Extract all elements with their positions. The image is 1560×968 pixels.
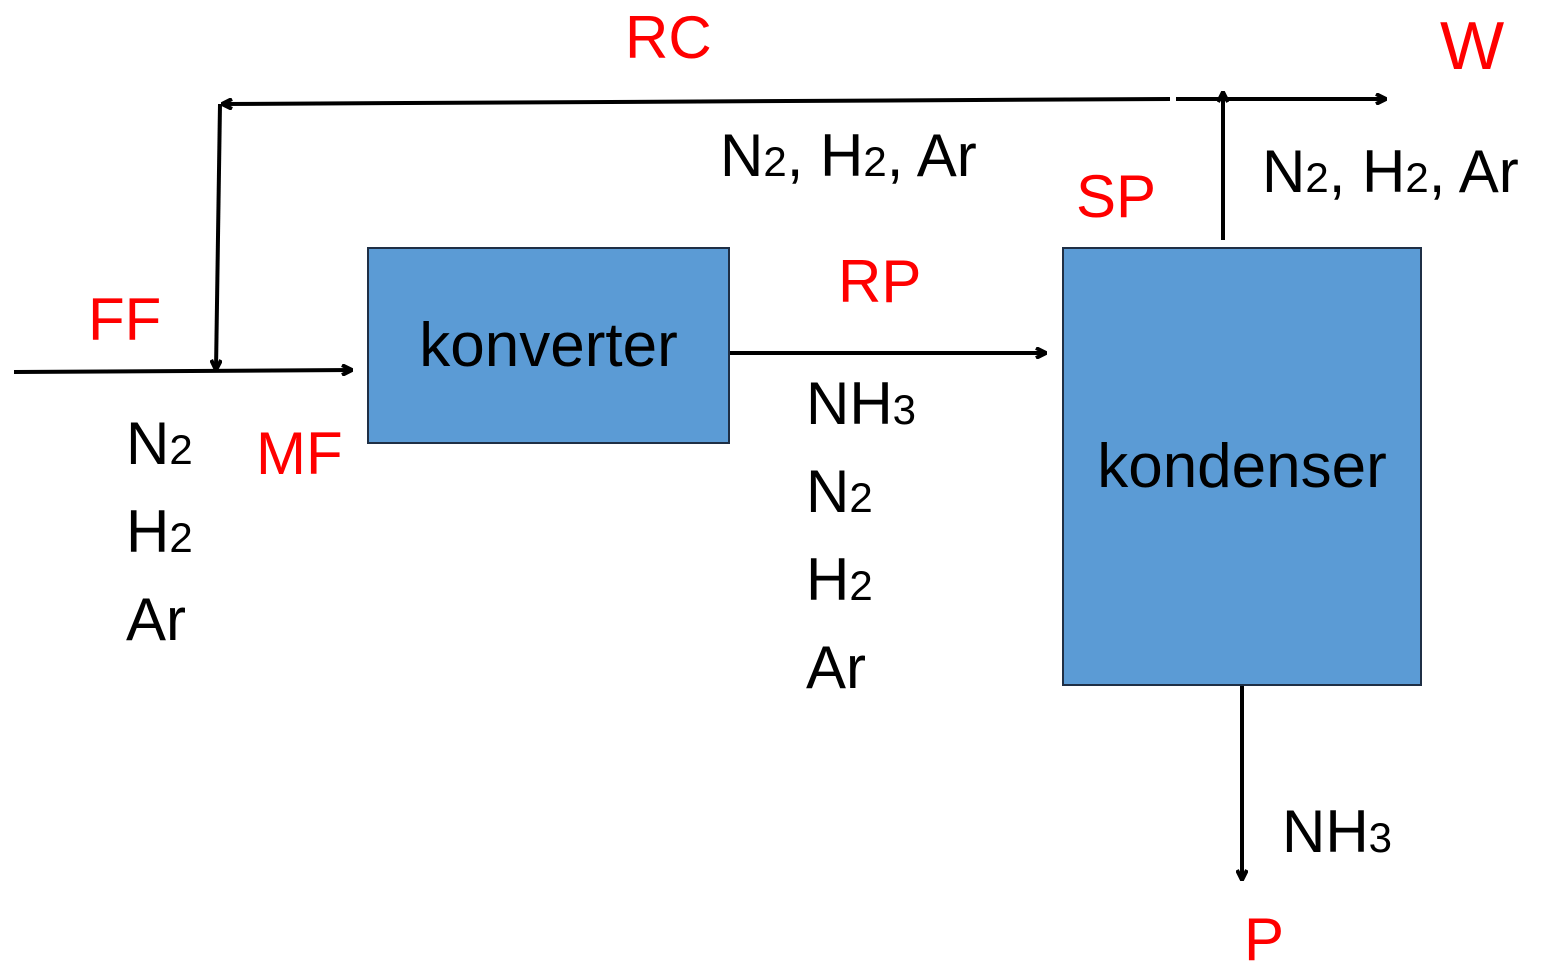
species-formula: N2	[126, 410, 193, 477]
recycle-line-horizontal	[222, 97, 1171, 104]
species-formula: N2,	[720, 122, 820, 189]
species-formula: H2,	[820, 122, 917, 189]
product-species-item: NH3	[1282, 802, 1392, 862]
species-subscript: 2	[1405, 154, 1429, 201]
species-formula: N2,	[1262, 138, 1362, 205]
converter-label: konverter	[419, 310, 678, 380]
species-base: H	[126, 498, 170, 565]
species-formula: Ar	[1459, 138, 1519, 205]
species-base: N	[1262, 138, 1306, 205]
stream-label-rc: RC	[625, 4, 712, 71]
species-base: NH	[1282, 798, 1369, 865]
reactor_product-species-item: NH3	[806, 374, 916, 434]
stream-label-p: P	[1244, 906, 1285, 968]
species-base: N	[720, 122, 764, 189]
reactor_product-species-item: N2	[806, 462, 873, 522]
species-formula: H2,	[1362, 138, 1459, 205]
species-formula: H2	[126, 498, 193, 565]
species-subscript: 2	[1305, 154, 1329, 201]
species-base: N	[806, 458, 850, 525]
species-formula: Ar	[917, 122, 977, 189]
species-formula: Ar	[126, 586, 186, 653]
reactor_product-species-item: H2	[806, 550, 873, 610]
condenser-label: kondenser	[1097, 431, 1387, 501]
condenser-box: kondenser	[1062, 247, 1422, 686]
species-base: Ar	[1458, 138, 1519, 205]
species-base: Ar	[916, 122, 977, 189]
species-subscript: 2	[849, 562, 873, 609]
feed-species-item: H2	[126, 502, 193, 562]
species-base: H	[820, 122, 864, 189]
species-formula: H2	[806, 546, 873, 613]
converter-box: konverter	[367, 247, 730, 444]
species-subscript: 2	[763, 138, 787, 185]
feed-line	[13, 370, 352, 372]
recycle-line-vertical	[216, 103, 220, 370]
species-subscript: 2	[169, 514, 193, 561]
purge-species-row: N2, H2, Ar	[1262, 142, 1519, 202]
species-subscript: 2	[849, 474, 873, 521]
stream-label-sp: SP	[1076, 163, 1157, 230]
species-base: H	[806, 546, 850, 613]
species-base: NH	[806, 370, 893, 437]
species-base: Ar	[806, 634, 866, 701]
species-base: N	[126, 410, 170, 477]
stream-label-rp: RP	[838, 248, 922, 315]
species-base: Ar	[126, 586, 186, 653]
species-subscript: 3	[892, 386, 917, 433]
species-separator: ,	[1428, 138, 1459, 205]
species-formula: Ar	[806, 634, 866, 701]
stream-label-ff: FF	[88, 286, 162, 353]
species-separator: ,	[886, 122, 917, 189]
species-subscript: 2	[863, 138, 887, 185]
species-subscript: 3	[1368, 814, 1393, 861]
feed-species-item: N2	[126, 414, 193, 474]
reactor_product-species-item: Ar	[806, 638, 866, 698]
species-formula: N2	[806, 458, 873, 525]
recycle-species-row: N2, H2, Ar	[720, 126, 977, 186]
species-separator: ,	[1328, 138, 1363, 205]
species-base: H	[1362, 138, 1406, 205]
stream-label-mf: MF	[256, 420, 343, 487]
species-formula: NH3	[1282, 798, 1392, 865]
stream-label-w: W	[1440, 8, 1505, 84]
feed-species-item: Ar	[126, 590, 186, 650]
species-subscript: 2	[169, 426, 193, 473]
species-separator: ,	[786, 122, 821, 189]
species-formula: NH3	[806, 370, 916, 437]
